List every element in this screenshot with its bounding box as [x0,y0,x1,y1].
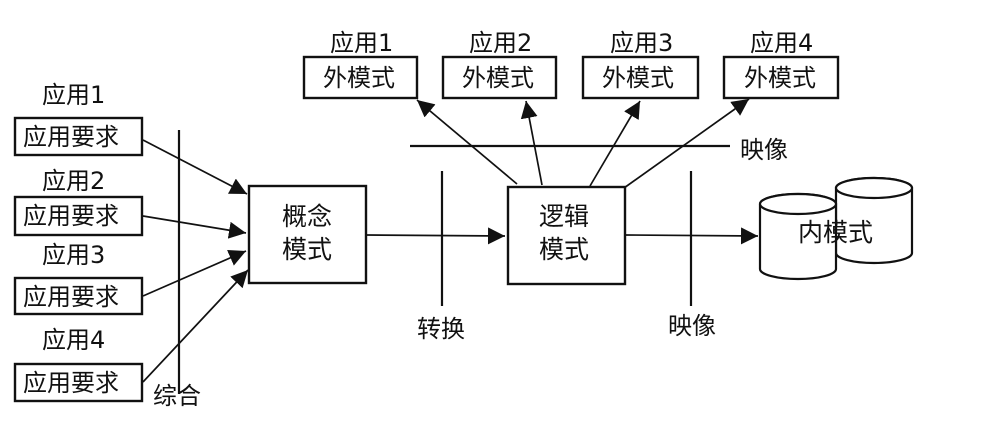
external-arrow-1 [416,99,518,185]
external-arrow-4 [623,98,750,189]
internal-schema-label: 内模式 [798,218,873,247]
conceptual-schema-line-2: 模式 [282,235,332,264]
left-application-group-3: 应用3 应用要求 [13,241,144,316]
conceptual-schema-line-1: 概念 [282,202,332,231]
logical-schema-line-1: 逻辑 [539,202,589,231]
left-app-label-3: 应用3 [42,241,105,269]
requirement-box-4 [13,362,144,403]
integration-label: 综合 [153,382,201,410]
left-application-group-1: 应用1 应用要求 [13,81,144,157]
external-schema-box-4 [722,55,840,100]
conversion-arrow [365,227,506,245]
left-application-group-4: 应用4 应用要求 [13,326,144,403]
logical-schema-node: 逻辑 模式 [506,185,627,286]
external-schema-text-1: 外模式 [323,64,395,92]
left-app-label-2: 应用2 [42,167,105,195]
external-schema-text-3: 外模式 [602,64,674,92]
external-schema-text-4: 外模式 [744,64,816,92]
external-mapping-label: 映像 [740,136,788,164]
requirement-arrow-4 [142,269,249,383]
conceptual-schema-box [247,184,368,285]
conversion-label: 转换 [417,315,465,343]
left-application-group-2: 应用2 应用要求 [13,167,144,237]
logical-schema-line-2: 模式 [539,235,589,264]
external-schema-group-3: 应用3 外模式 [581,29,700,100]
external-schema-box-3 [581,55,700,100]
requirement-arrow-1 [142,139,248,195]
requirement-text-2: 应用要求 [23,202,119,230]
conceptual-schema-node: 概念 模式 [247,184,368,285]
external-arrow-3 [589,100,641,187]
internal-mapping-label: 映像 [668,312,716,340]
external-app-label-2: 应用2 [469,29,532,57]
external-schema-group-4: 应用4 外模式 [722,29,840,100]
logical-schema-box [506,185,627,286]
external-app-label-1: 应用1 [330,29,393,57]
external-schema-box-1 [302,55,419,100]
requirement-text-3: 应用要求 [23,283,119,311]
left-app-label-1: 应用1 [42,81,105,109]
left-app-label-4: 应用4 [42,326,105,354]
external-schema-text-2: 外模式 [462,64,534,92]
internal-schema-storage: 内模式 [758,176,914,281]
external-app-label-4: 应用4 [750,29,813,57]
external-schema-group-2: 应用2 外模式 [441,29,558,100]
requirement-box-2 [13,195,144,237]
requirement-text-1: 应用要求 [23,123,119,151]
requirement-arrow-2 [142,215,247,239]
external-arrow-2 [520,100,543,186]
front-storage-top [758,192,838,216]
back-storage-top [834,176,914,200]
requirement-text-4: 应用要求 [23,369,119,397]
requirement-arrow-3 [142,250,247,297]
external-schema-group-1: 应用1 外模式 [302,29,419,100]
requirement-box-1 [13,116,144,157]
external-schema-box-2 [441,55,558,100]
requirement-box-3 [13,276,144,316]
external-app-label-3: 应用3 [610,29,673,57]
